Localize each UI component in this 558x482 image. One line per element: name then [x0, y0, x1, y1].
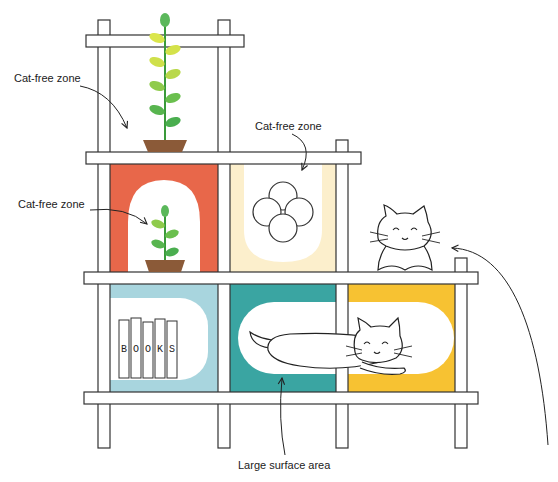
u-opening — [244, 164, 322, 262]
leader-line — [281, 378, 285, 455]
shelf-board — [86, 152, 361, 164]
plant-leaf — [164, 246, 180, 258]
leader-line — [292, 134, 306, 170]
rounded-opening — [110, 298, 208, 380]
yellow-cubby — [348, 284, 455, 392]
callout-label: Cat-free zone — [18, 198, 85, 211]
shelf-board — [84, 272, 478, 284]
pill-opening — [348, 302, 454, 374]
plant-leaf — [148, 103, 166, 117]
plant-leaf — [150, 218, 166, 230]
plant-pot — [145, 260, 185, 272]
plant-leaf — [148, 31, 166, 45]
cat-head — [378, 205, 432, 250]
ball-circle — [269, 214, 297, 242]
cat-face — [364, 342, 388, 354]
cream-cubby — [230, 164, 336, 272]
plant-leaf — [150, 238, 166, 250]
plant-leaf — [164, 91, 182, 105]
plant-leaf — [148, 79, 166, 93]
plant-leaf — [164, 43, 182, 57]
plant-pot — [143, 140, 187, 152]
plant-leaf — [148, 55, 166, 69]
plant-leaf — [164, 67, 182, 81]
cat-paw — [360, 362, 405, 374]
leader-line — [80, 86, 127, 128]
leader-line — [90, 209, 147, 224]
cat-whiskers — [370, 232, 440, 243]
plant-leaf — [164, 115, 182, 129]
cat-face — [393, 228, 417, 240]
plant-leaf — [164, 228, 180, 240]
plant-leaf — [160, 13, 170, 27]
shelf-post — [218, 20, 230, 448]
callout-label: Large surface area — [238, 459, 330, 472]
leader-line — [452, 248, 548, 445]
plant-leaf — [161, 205, 169, 217]
callout-label: Cat-free zone — [255, 120, 322, 133]
cat-whiskers — [346, 346, 412, 357]
book-title: BOOKS — [121, 343, 181, 356]
blue-cubby — [110, 284, 218, 392]
shelf-post — [455, 258, 467, 448]
shelf-post — [98, 20, 110, 448]
arch-opening — [128, 180, 200, 272]
callout-label: Cat-free zone — [14, 72, 81, 85]
cat-head — [354, 318, 402, 363]
orange-cubby — [110, 164, 218, 272]
